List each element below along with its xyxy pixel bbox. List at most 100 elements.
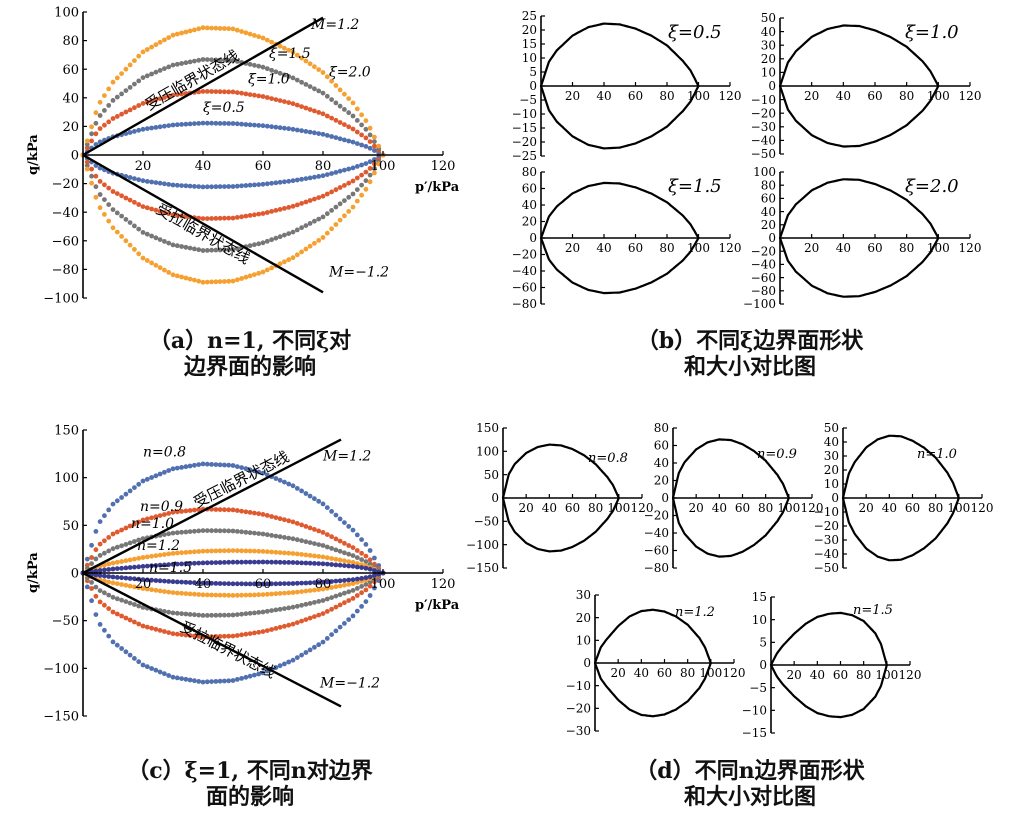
- chart-c-series-point: [226, 528, 232, 534]
- chart-d-panel-2-y-tick-label: −20: [644, 509, 669, 523]
- chart-b-panel-3-y-tick-label: 40: [522, 198, 537, 212]
- chart-c-series-point: [252, 592, 257, 598]
- chart-c-series-point: [127, 652, 133, 658]
- chart-a-series-point: [299, 104, 304, 109]
- chart-c-series-point: [264, 591, 270, 597]
- chart-a-series-point: [277, 98, 283, 103]
- chart-c-series-point: [316, 612, 322, 618]
- chart-a-series-point: [363, 118, 369, 124]
- chart-c-series-point: [277, 606, 283, 612]
- chart-d-panel-5-x-tick-label: 20: [787, 668, 802, 682]
- chart-d-panel-1-y-tick-label: −150: [466, 561, 499, 575]
- chart-c-series-point: [196, 528, 202, 534]
- chart-c-series-point: [230, 559, 236, 565]
- chart-c-y-tick-label: −100: [43, 662, 79, 677]
- chart-d-panel-2-x-tick-label: 40: [712, 501, 727, 515]
- chart-c-series-point: [273, 626, 279, 631]
- chart-c-series-point: [89, 542, 94, 548]
- chart-c-series-point: [140, 564, 146, 569]
- chart-c-series-point: [114, 581, 120, 587]
- chart-b-panel-2-y-tick-label: −40: [751, 134, 776, 148]
- chart-d-panel-1-label: n=0.8: [588, 451, 628, 466]
- chart-c-series-point: [372, 555, 377, 561]
- chart-c-series-point: [359, 537, 364, 542]
- chart-c-series-point: [179, 509, 185, 514]
- chart-a-series-point: [106, 185, 112, 191]
- chart-a-series-point: [89, 131, 94, 137]
- chart-a-series-point: [222, 121, 227, 126]
- chart-a-series-point: [363, 126, 369, 132]
- chart-a-series-point: [294, 227, 300, 233]
- chart-a-series-point: [110, 79, 116, 85]
- chart-a-series-point: [333, 135, 339, 141]
- chart-a-series-point: [273, 69, 279, 75]
- chart-c-series-point: [307, 580, 313, 586]
- chart-a-series-point: [346, 194, 352, 200]
- chart-c-series-point: [170, 509, 176, 515]
- chart-a-series-point: [303, 82, 309, 87]
- chart-b-panel-3-y-tick-label: −20: [512, 248, 537, 262]
- chart-a-series-point: [239, 121, 245, 127]
- chart-c-series-point: [277, 624, 283, 630]
- chart-a-series-point: [294, 127, 300, 133]
- chart-d-panel-5-y-tick-label: 5: [759, 636, 767, 650]
- chart-c-series-point: [153, 667, 159, 673]
- chart-a-series-point: [144, 99, 150, 105]
- chart-c-series-point: [127, 576, 133, 581]
- chart-c-series-point: [290, 621, 296, 627]
- chart-a-series-point: [333, 222, 339, 227]
- chart-c-series-point: [157, 628, 163, 633]
- chart-d-panel-1-y-tick-label: 0: [491, 491, 499, 505]
- chart-a-series-point: [230, 184, 236, 189]
- chart-c-series-point: [123, 649, 129, 655]
- chart-a-series-point: [342, 91, 347, 97]
- chart-b-panel-3-y-tick-label: −40: [512, 264, 537, 278]
- chart-c-series-point: [299, 652, 304, 658]
- chart-c-series-point: [144, 664, 150, 670]
- chart-c-series-point: [123, 615, 129, 621]
- chart-c-series-point: [226, 548, 232, 554]
- chart-c-series-n1.0: [80, 528, 386, 618]
- chart-c-series-point: [346, 577, 352, 583]
- chart-c-series-point: [123, 558, 129, 564]
- chart-a-line-label: M=−1.2: [328, 265, 389, 281]
- chart-a-x-tick-label: 20: [135, 159, 152, 174]
- chart-a-series-point: [192, 246, 197, 252]
- chart-b-panel-1-x-tick-label: 60: [628, 89, 643, 103]
- chart-c-series-point: [174, 675, 180, 681]
- chart-a-series-point: [132, 247, 137, 252]
- chart-c-series-point: [106, 535, 112, 540]
- chart-a-series-point: [320, 131, 326, 137]
- chart-a-series-point: [243, 183, 249, 188]
- chart-a-series-point: [320, 235, 326, 240]
- chart-c-series-point: [256, 581, 262, 587]
- chart-a-series-point: [106, 119, 112, 125]
- chart-a-series-point: [187, 183, 193, 189]
- chart-a-series-point: [132, 223, 137, 229]
- chart-a-series-point: [264, 238, 270, 244]
- chart-a-series-point: [217, 26, 223, 31]
- chart-a-series-point: [192, 27, 197, 33]
- chart-a-series-point: [174, 182, 180, 188]
- chart-c-series-point: [307, 553, 313, 558]
- chart-a-series-point: [192, 277, 197, 283]
- chart-c-series-point: [269, 514, 274, 519]
- chart-c-series-point: [359, 604, 364, 609]
- chart-c-series-point: [93, 568, 99, 574]
- chart-b-panel-3-y-tick-label: −80: [512, 297, 537, 311]
- chart-c-series-point: [162, 671, 167, 677]
- chart-c-series-point: [277, 477, 283, 483]
- chart-c-series-point: [102, 567, 107, 573]
- chart-c-series-point: [149, 625, 155, 631]
- chart-c-series-point: [256, 592, 262, 598]
- chart-a-series-point: [200, 57, 206, 62]
- chart-c-series-point: [157, 578, 163, 584]
- chart-c-series-point: [260, 559, 266, 565]
- chart-d-panel-3-label: n=1.0: [917, 447, 957, 462]
- chart-a-series-point: [217, 57, 223, 63]
- chart-a-series-point: [354, 106, 360, 112]
- chart-d-panel-3-y-tick-label: −30: [814, 533, 839, 547]
- chart-c-series-point: [239, 592, 245, 598]
- chart-a-series-point: [119, 71, 124, 76]
- chart-a-series-point: [222, 26, 227, 31]
